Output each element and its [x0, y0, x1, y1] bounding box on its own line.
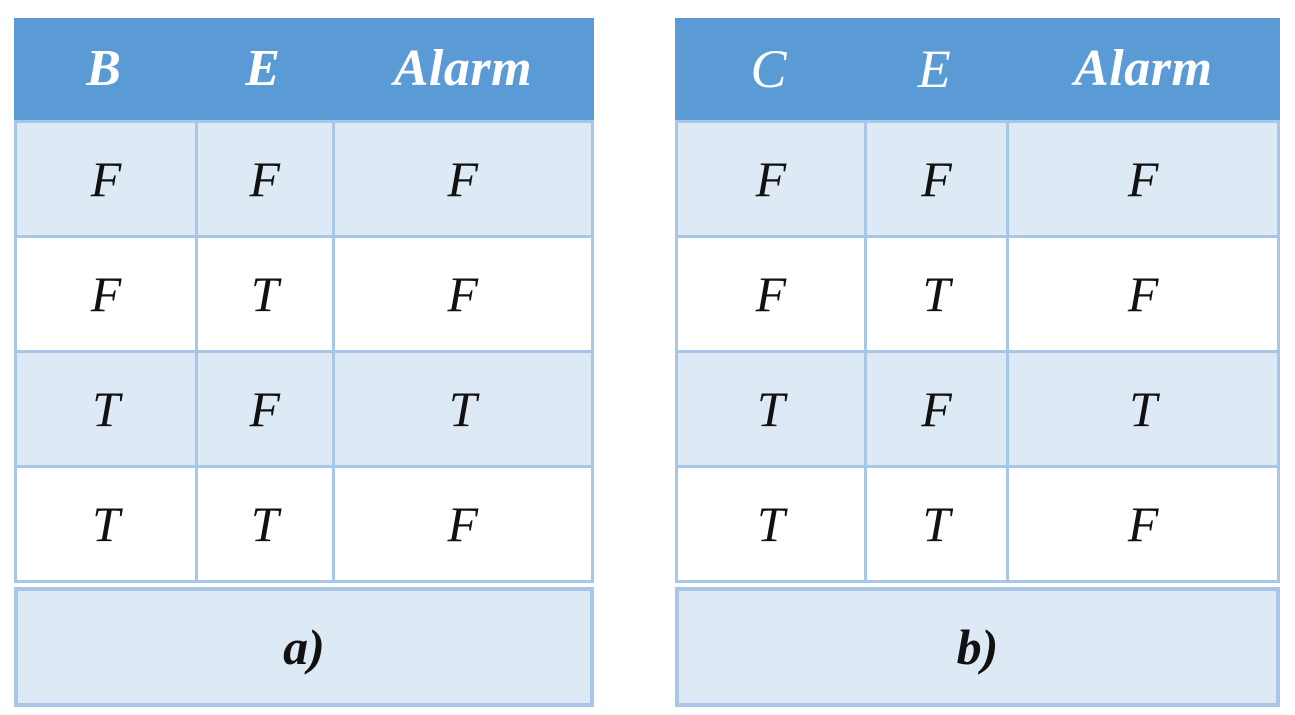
table-row: T T F: [678, 465, 1277, 580]
truth-table-a: B E Alarm F F F F T F T F T T T: [14, 18, 594, 707]
table-a-caption-row: a): [14, 587, 594, 707]
table-row: F T F: [17, 235, 591, 350]
table-b-cell-r1c1: T: [863, 238, 1007, 350]
table-a-cell-r1c2: F: [331, 238, 591, 350]
table-b-cell-r3c2: F: [1006, 468, 1277, 580]
table-a-cell-r3c0: T: [92, 496, 120, 552]
table-b-body: F F F F T F T F T T T F: [675, 120, 1280, 583]
table-b-cell-r2c1: F: [863, 353, 1007, 465]
table-row: F T F: [678, 235, 1277, 350]
table-b-header-col-3: Alarm: [1074, 40, 1213, 97]
table-b-cell-r3c0: T: [756, 496, 785, 552]
table-a-header-col-1: B: [86, 40, 122, 97]
table-a-body: F F F F T F T F T T T F: [14, 120, 594, 583]
table-a-cell-r2c1: F: [194, 353, 332, 465]
table-b-cell-r1c2: F: [1006, 238, 1277, 350]
table-row: F F F: [678, 120, 1277, 235]
table-b-caption-row: b): [675, 587, 1280, 707]
table-b-header-col-1: C: [750, 39, 788, 99]
table-b-caption-label: b): [956, 619, 999, 675]
table-a-cell-r3c1: T: [194, 468, 332, 580]
table-a-cell-r1c1: T: [194, 238, 332, 350]
table-b-cell-r0c1: F: [863, 123, 1007, 235]
table-a-cell-r3c2: F: [331, 468, 591, 580]
table-a-caption-label: a): [283, 619, 325, 675]
table-row: T F T: [678, 350, 1277, 465]
table-b-cell-r2c0: T: [756, 381, 785, 437]
table-b-cell-r0c2: F: [1006, 123, 1277, 235]
truth-table-b: C E Alarm F F F F T F T F T T T: [675, 18, 1280, 707]
table-a-header-row: B E Alarm: [14, 18, 594, 120]
table-row: T T F: [17, 465, 591, 580]
table-a-cell-r0c1: F: [194, 123, 332, 235]
table-b-cell-r3c1: T: [863, 468, 1007, 580]
table-a-cell-r0c0: F: [90, 151, 122, 207]
table-a-header-col-2: E: [245, 40, 281, 97]
table-a-cell-r2c0: T: [92, 381, 120, 437]
table-b-header-col-2: E: [917, 39, 952, 99]
table-a-cell-r0c2: F: [331, 123, 591, 235]
table-row: F F F: [17, 120, 591, 235]
table-a-cell-r1c0: F: [90, 266, 122, 322]
table-b-cell-r0c0: F: [755, 151, 787, 207]
table-b-header-row: C E Alarm: [675, 18, 1280, 120]
table-a-cell-r2c2: T: [331, 353, 591, 465]
table-row: T F T: [17, 350, 591, 465]
table-b-cell-r2c2: T: [1006, 353, 1277, 465]
table-a-header-col-3: Alarm: [393, 40, 533, 97]
table-b-cell-r1c0: F: [755, 266, 787, 322]
